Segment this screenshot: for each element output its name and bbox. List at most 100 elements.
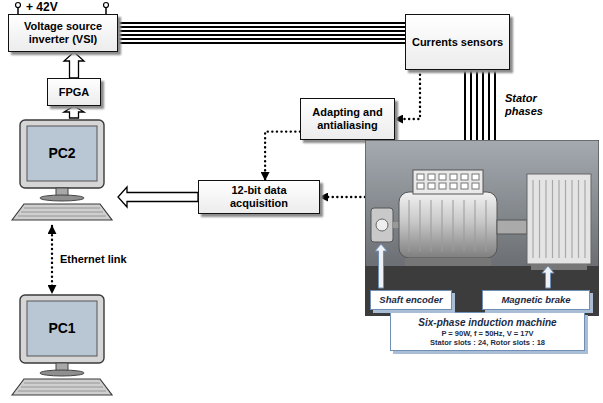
inverter-box: Voltage source inverter (VSI) xyxy=(8,14,118,52)
terminal xyxy=(417,174,424,180)
phase-wire xyxy=(476,70,478,140)
phase-wire xyxy=(118,42,405,44)
keyboard-row xyxy=(24,383,100,384)
brake-fin xyxy=(532,180,533,258)
computer-drawing xyxy=(6,118,118,226)
signal-line xyxy=(265,132,300,180)
phase-wire xyxy=(118,38,405,40)
bus-arrow xyxy=(118,187,198,207)
motor-fin xyxy=(464,200,465,252)
motor-body xyxy=(399,192,497,258)
pointer-arrow xyxy=(375,244,387,288)
terminal xyxy=(450,174,457,180)
motor-fin xyxy=(442,200,443,252)
part-name: Magnetic brake xyxy=(501,294,570,306)
encoder-shaft xyxy=(393,222,399,228)
terminal xyxy=(439,174,446,180)
box-label: Adapting and antialiasing xyxy=(305,106,390,132)
keyboard xyxy=(12,379,112,395)
motor-fin xyxy=(431,200,432,252)
bus-arrow-outline xyxy=(118,187,198,207)
bench xyxy=(365,266,599,316)
brake-fin xyxy=(584,180,585,258)
pointer-arrow xyxy=(542,266,554,288)
brake-fin xyxy=(565,180,566,258)
computer-drawing xyxy=(6,293,118,401)
terminal xyxy=(461,174,468,180)
keyboard-row xyxy=(18,391,106,392)
bus-arrow xyxy=(64,52,84,78)
dotted-wire xyxy=(320,196,365,198)
brake-fin xyxy=(558,180,559,258)
filter-box: Adapting and antialiasing xyxy=(300,98,395,140)
part-label: Magnetic brake xyxy=(482,290,590,310)
brake-body xyxy=(527,174,591,264)
terminal xyxy=(428,174,435,180)
computer-icon: PC2 xyxy=(6,118,118,226)
machine-plate: Six-phase induction machineP = 90W, f = … xyxy=(390,312,585,351)
bus-arrow xyxy=(64,106,84,118)
phase-wire xyxy=(118,26,405,28)
part-name: Shaft encoder xyxy=(379,294,442,306)
machine-title: Six-phase induction machine xyxy=(395,316,580,329)
box-label: FPGA xyxy=(59,86,90,99)
phase-bus xyxy=(465,70,495,140)
motor-foot xyxy=(405,258,491,266)
brake-fin xyxy=(539,180,540,258)
phase-bus xyxy=(118,23,405,43)
monitor-base xyxy=(40,195,84,201)
motor-fin xyxy=(486,200,487,252)
line-label: Ethernet link xyxy=(60,253,132,266)
voltage-label: + 42V xyxy=(26,0,58,14)
terminal xyxy=(472,183,479,189)
terminal xyxy=(417,183,424,189)
photo-background xyxy=(365,140,599,316)
acquisition-box: 12-bit data acquisition xyxy=(198,180,320,214)
box-label: Currents sensors xyxy=(412,36,503,49)
dotted-wire xyxy=(395,70,420,119)
fpga-box: FPGA xyxy=(47,78,101,106)
motor-fin xyxy=(453,200,454,252)
terminal-dot xyxy=(16,3,21,8)
terminal xyxy=(439,183,446,189)
encoder-body xyxy=(371,208,393,242)
phase-wire xyxy=(118,22,405,24)
brake-fin xyxy=(578,180,579,258)
signal-line xyxy=(320,197,365,198)
dotted-wire xyxy=(265,132,300,180)
dotted-wire xyxy=(51,226,53,293)
keyboard-row xyxy=(18,216,106,217)
terminal xyxy=(428,183,435,189)
motor-fin xyxy=(420,200,421,252)
keyboard-row xyxy=(21,387,103,388)
line-label: Stator phases xyxy=(505,92,549,118)
box-label: 12-bit data acquisition xyxy=(203,184,315,210)
sensor-box: Currents sensors xyxy=(405,14,510,70)
bus-arrow-outline xyxy=(64,106,84,118)
phase-wire xyxy=(464,70,466,140)
part-label: Shaft encoder xyxy=(370,290,452,310)
machine-photo: Six-phase induction machineP = 90W, f = … xyxy=(365,140,599,316)
coupling xyxy=(497,220,527,234)
phase-wire xyxy=(118,34,405,36)
signal-line xyxy=(395,70,420,119)
terminal-block xyxy=(413,170,483,194)
spec-text: P = 90W, f = 50Hz, V = 17V xyxy=(395,329,580,338)
motor-fin xyxy=(409,200,410,252)
terminal-dot xyxy=(104,3,109,8)
terminal xyxy=(472,174,479,180)
brake-fin xyxy=(552,180,553,258)
box-label: Voltage source inverter (VSI) xyxy=(13,20,113,46)
brake-foot xyxy=(531,264,587,270)
brake-fin xyxy=(545,180,546,258)
phase-wire xyxy=(494,70,496,140)
keyboard xyxy=(12,204,112,220)
keyboard-row xyxy=(24,208,100,209)
network-link xyxy=(52,226,53,293)
spec-text: Stator slots : 24, Rotor slots : 18 xyxy=(395,338,580,347)
computer-name: PC2 xyxy=(6,145,118,161)
keyboard-row xyxy=(21,212,103,213)
phase-wire xyxy=(118,30,405,32)
phase-wire xyxy=(488,70,490,140)
encoder-disc xyxy=(376,219,388,231)
